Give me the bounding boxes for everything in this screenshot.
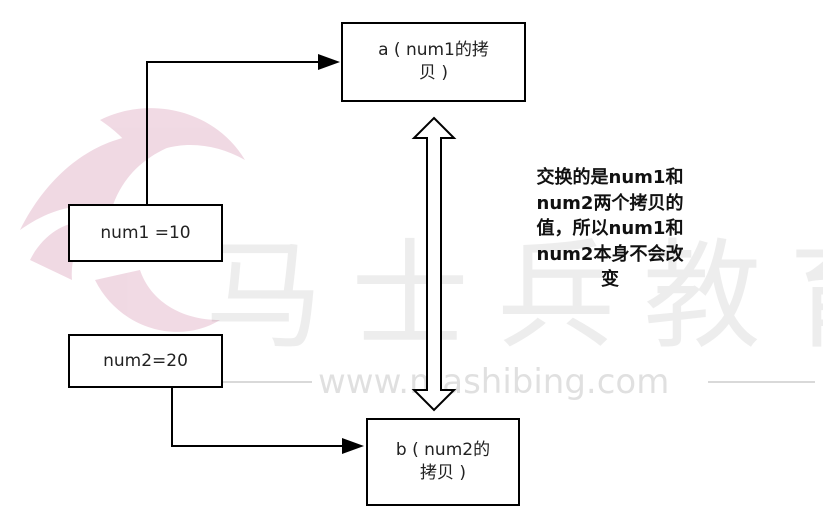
note-line: 值，所以num1和 [536,218,684,240]
num1-label: num1 =10 [100,222,191,243]
num2-label: num2=20 [103,350,188,371]
note-line: num2本身不会改 [536,243,684,265]
copy-b-label-line2: 拷贝 ) [419,463,467,483]
watermark-brand-text: 马士兵教育 [205,227,823,365]
watermark-url-text: www.mashibing.com [318,362,670,402]
num1-box: num1 =10 [68,204,223,262]
swap-explanation-note: 交换的是num1和 num2两个拷贝的 值，所以num1和 num2本身不会改 … [510,165,710,293]
copy-b-label-line1: b ( num2的 [395,440,491,461]
copy-a-label-line1: a ( num1的拷 [378,40,489,61]
note-line: 变 [601,269,619,291]
connector-num1-to-a [146,61,322,204]
swap-double-arrow [411,116,457,412]
arrowhead-to-b [342,438,364,454]
copy-a-label-line2: 贝 ) [418,63,449,83]
connector-num2-to-b [171,388,346,447]
note-line: 交换的是num1和 [536,167,684,188]
arrowhead-to-a [318,54,340,70]
copy-a-box: a ( num1的拷 贝 ) [341,22,526,102]
copy-b-box: b ( num2的 拷贝 ) [366,418,520,506]
num2-box: num2=20 [68,334,223,388]
note-line: num2两个拷贝的 [536,192,684,214]
